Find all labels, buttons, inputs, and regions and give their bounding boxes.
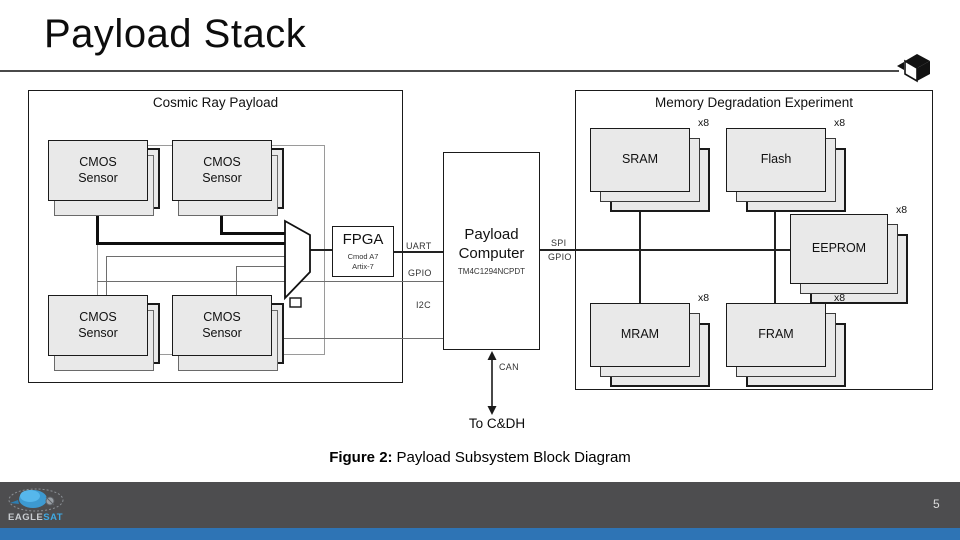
payload-computer-line1: Payload <box>464 226 519 244</box>
title-rule <box>0 70 899 72</box>
payload-computer-box: Payload Computer TM4C1294NCPDT <box>443 152 540 350</box>
wire-flash-fram <box>774 198 776 304</box>
figure-caption: Figure 2:Payload Subsystem Block Diagram <box>0 449 960 466</box>
fpga-box: FPGA Cmod A7 Artix-7 <box>332 226 394 277</box>
footer-band <box>0 482 960 528</box>
fram-label: FRAM <box>758 327 794 342</box>
sensor1-line1: CMOS <box>79 154 117 169</box>
sensor2-line1: CMOS <box>203 154 241 169</box>
wire-sram-mram <box>639 198 641 304</box>
eeprom-label: EEPROM <box>811 241 867 256</box>
logo-text-sat: SAT <box>43 512 63 523</box>
fpga-label: FPGA <box>342 231 384 249</box>
wire-sensor2-drop <box>219 200 223 233</box>
sensor1-line2: Sensor <box>78 170 118 185</box>
figure-caption-text: Payload Subsystem Block Diagram <box>396 449 631 466</box>
figure-caption-prefix: Figure 2: <box>329 449 393 466</box>
sram-label: SRAM <box>621 152 659 167</box>
can-arrow <box>487 351 497 415</box>
sensor3-line1: CMOS <box>79 309 117 324</box>
wire-uart <box>393 251 443 253</box>
page-number: 5 <box>933 497 940 511</box>
spi-label: SPI <box>551 238 567 248</box>
wire-gpio-bus <box>97 281 443 283</box>
wire-sensor1-drop <box>95 200 99 244</box>
memory-experiment-title: Memory Degradation Experiment <box>654 95 854 110</box>
gpio-right-label: GPIO <box>548 252 572 262</box>
i2c-label: I2C <box>416 300 431 310</box>
wire-mux-to-fpga <box>309 249 333 251</box>
cosmic-ray-payload-title: Cosmic Ray Payload <box>152 95 279 110</box>
wire-sensor3-to-mux <box>106 256 287 258</box>
wire-sensor2-to-mux <box>219 231 288 235</box>
wire-i2c-bus <box>267 338 443 340</box>
footer-accent-bar <box>0 528 960 540</box>
payload-computer-line2: Computer <box>458 245 525 262</box>
cube-icon <box>897 54 930 83</box>
svg-text:EAGLESAT: EAGLESAT <box>8 512 63 523</box>
to-cdh-label: To C&DH <box>468 416 526 431</box>
eaglesat-logo: EAGLESAT <box>8 488 64 523</box>
can-label: CAN <box>499 362 519 372</box>
fpga-sub2: Artix-7 <box>352 261 374 271</box>
fram-mult: x8 <box>834 292 846 304</box>
sensor2-line2: Sensor <box>202 170 242 185</box>
mux-symbol <box>284 219 311 308</box>
sensor4-line1: CMOS <box>203 309 241 324</box>
sram-mult: x8 <box>698 117 710 129</box>
wire-sensor4-to-mux <box>236 266 287 268</box>
gpio-left-label: GPIO <box>408 268 432 278</box>
flash-label: Flash <box>760 152 792 167</box>
page-title: Payload Stack <box>44 12 307 56</box>
eeprom-mult: x8 <box>896 204 908 216</box>
flash-mult: x8 <box>834 117 846 129</box>
sensor3-line2: Sensor <box>78 325 118 340</box>
uart-label: UART <box>406 241 432 251</box>
logo-text-eagle: EAGLE <box>8 512 43 523</box>
mram-mult: x8 <box>698 292 710 304</box>
wire-sensor4-rise <box>236 266 238 295</box>
wire-spi-bus <box>540 249 791 251</box>
payload-computer-part: TM4C1294NCPDT <box>457 266 526 276</box>
wire-sensor1-to-mux <box>95 242 288 245</box>
sensor4-line2: Sensor <box>202 325 242 340</box>
mram-label: MRAM <box>620 327 660 342</box>
fpga-sub1: Cmod A7 <box>347 252 379 262</box>
wire-sensor3-rise <box>106 256 108 295</box>
